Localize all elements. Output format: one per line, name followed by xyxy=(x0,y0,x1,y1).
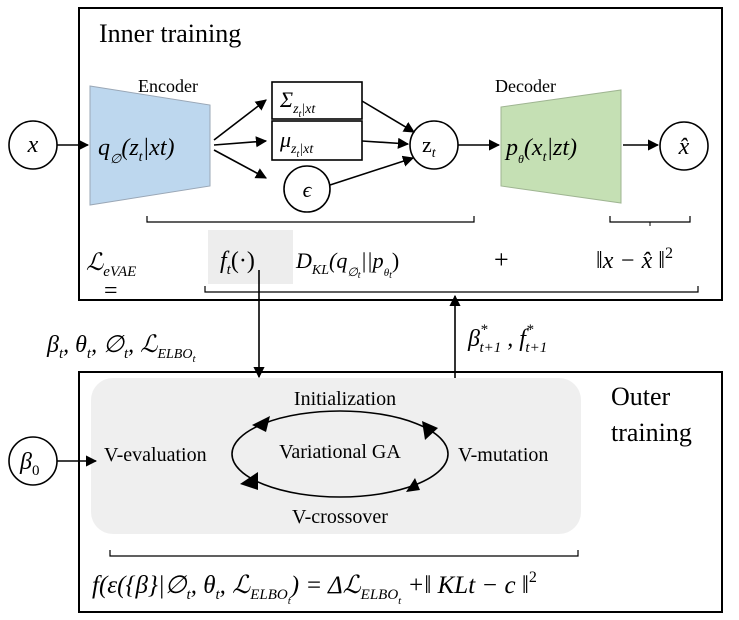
sigma-formula: Σzt|xt xyxy=(279,87,316,120)
ga-initialization: Initialization xyxy=(294,388,396,410)
ga-cycle-ellipse xyxy=(231,410,449,498)
ga-v-evaluation: V-evaluation xyxy=(104,444,207,466)
brace-outer xyxy=(109,550,579,557)
decoder-trapezoid xyxy=(500,89,622,204)
arrow-mu-to-zt xyxy=(361,137,410,149)
arrow-sigma-to-zt xyxy=(361,100,415,133)
ga-v-crossover: V-crossover xyxy=(292,506,388,528)
loss-plus: + xyxy=(494,245,509,274)
arrow-encoder-to-sigma xyxy=(213,99,267,141)
cycle-arrowhead-bottom-right xyxy=(406,478,420,492)
brace-decoder-section xyxy=(609,216,691,223)
arrow-encoder-to-epsilon xyxy=(213,149,267,179)
f-box xyxy=(208,230,293,284)
output-xhat-label: x̂ xyxy=(678,134,690,160)
epsilon-node xyxy=(283,165,331,213)
ga-center-label: Variational GA xyxy=(279,441,401,463)
arrow-epsilon-to-zt xyxy=(329,155,415,186)
down-link-label: βt, θt, ∅t, ℒELBOt xyxy=(46,332,196,365)
ga-panel xyxy=(91,378,581,534)
decoder-formula: pθ(xt|zt) xyxy=(504,135,577,166)
output-xhat-node xyxy=(659,121,709,171)
fitness-formula: f(ε({β}|∅t, θt, ℒELBOt) = ΔℒELBOt +‖ KLt… xyxy=(92,569,537,607)
inner-training-frame xyxy=(78,7,723,301)
dkl-formula: DKL(q∅t||pθt) xyxy=(295,248,399,281)
encoder-trapezoid xyxy=(89,85,211,206)
cycle-arrowhead-top-right xyxy=(422,421,438,440)
reconstruction-formula: ‖x − x̂ ‖2 xyxy=(596,245,673,274)
f-formula: ft(·) xyxy=(220,248,255,278)
up-link-label: β*t+1 , f*t+1 xyxy=(467,322,547,356)
cycle-arrowhead-top-left xyxy=(252,416,270,432)
zt-label: zt xyxy=(422,132,437,161)
zt-node xyxy=(409,120,459,170)
brace-encoder-section xyxy=(146,216,475,223)
mu-formula: μzt|xt xyxy=(279,127,314,160)
cycle-arrowhead-bottom-left xyxy=(240,472,258,490)
input-x-label: x xyxy=(27,132,39,158)
loss-equals: = xyxy=(104,278,118,304)
beta0-label: β0 xyxy=(19,449,39,479)
encoder-formula: q∅(zt|xt) xyxy=(98,135,174,166)
outer-training-title-line2: training xyxy=(611,418,692,447)
encoder-label: Encoder xyxy=(138,76,198,96)
outer-training-title-line1: Outer xyxy=(611,382,671,411)
decoder-label: Decoder xyxy=(495,76,556,96)
ga-v-mutation: V-mutation xyxy=(458,444,548,466)
sigma-box xyxy=(271,81,363,120)
outer-training-frame xyxy=(78,371,723,613)
arrow-encoder-to-mu xyxy=(213,136,268,148)
loss-symbol: ℒeVAE xyxy=(86,250,136,280)
epsilon-label: ϵ xyxy=(303,177,313,202)
mu-box xyxy=(271,120,363,161)
inner-training-title: Inner training xyxy=(99,19,241,48)
brace-loss-terms xyxy=(204,286,699,293)
